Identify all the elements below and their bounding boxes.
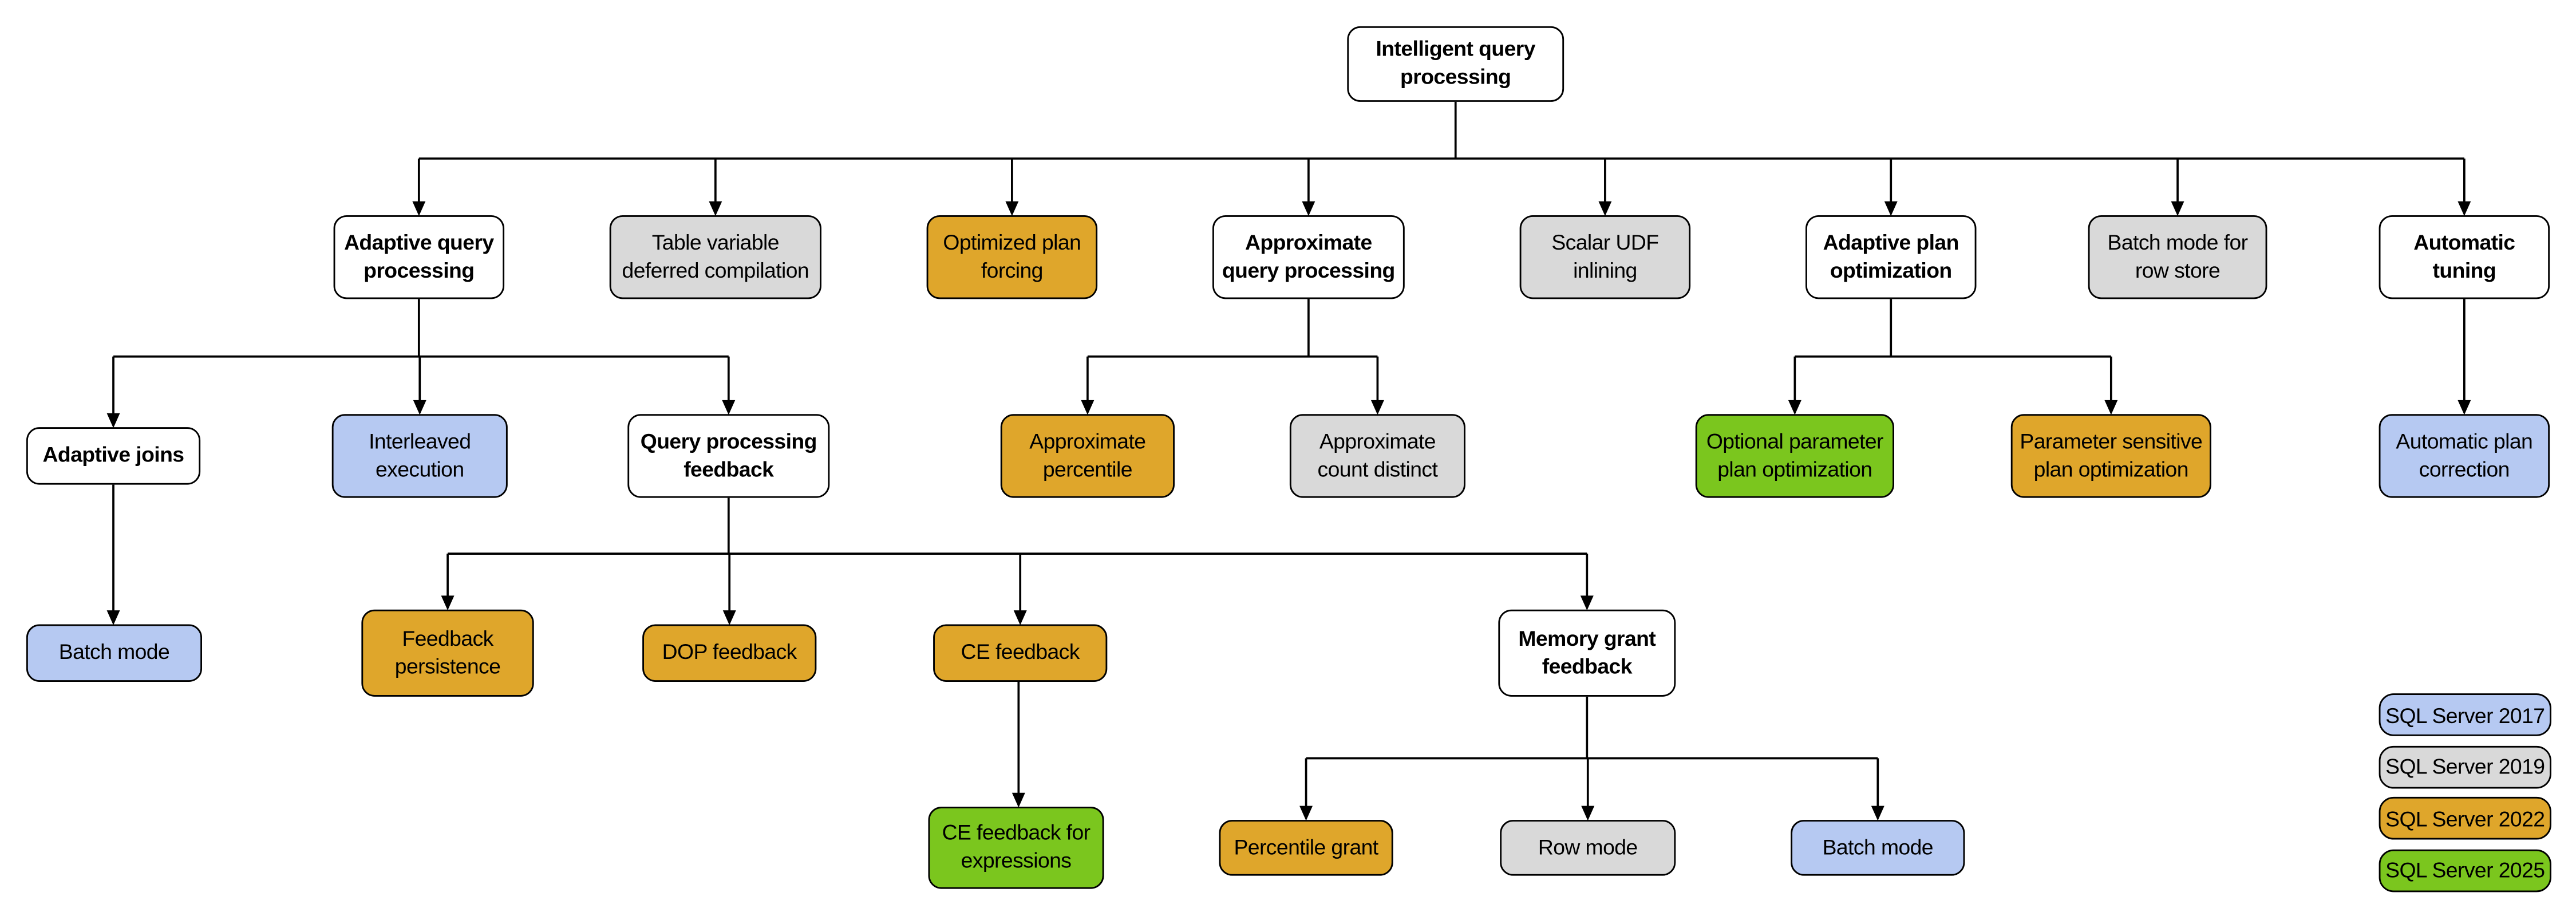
node-label-line: Table variable xyxy=(651,230,780,255)
node-label-line: Adaptive query xyxy=(344,230,494,255)
node-label-line: Optimized plan xyxy=(943,230,1081,255)
node-label-line: percentile xyxy=(1042,456,1133,481)
node-label-line: Adaptive plan xyxy=(1823,230,1959,255)
node-label-line: processing xyxy=(364,257,475,282)
node-label-line: processing xyxy=(1400,64,1511,89)
node-label-line: Query processing xyxy=(640,428,817,453)
node-pg: Percentile grant xyxy=(1219,820,1393,876)
node-label-line: plan optimization xyxy=(1717,456,1872,481)
legend-item-2025: SQL Server 2025 xyxy=(2379,848,2551,891)
node-label-line: Automatic xyxy=(2413,230,2515,255)
node-label-line: optimization xyxy=(1830,257,1952,282)
node-label-line: Scalar UDF xyxy=(1551,230,1659,255)
node-label-line: Parameter sensitive xyxy=(2020,428,2203,453)
node-rm: Row mode xyxy=(1500,820,1676,876)
node-label-line: CE feedback xyxy=(961,639,1080,664)
node-label-line: count distinct xyxy=(1317,456,1438,481)
node-label-line: Intelligent query xyxy=(1376,37,1535,62)
node-label-line: expressions xyxy=(961,847,1072,872)
node-label-line: Batch mode for xyxy=(2107,230,2249,255)
node-label-line: Percentile grant xyxy=(1234,834,1378,859)
node-apc: Automatic plan correction xyxy=(2379,414,2550,498)
node-aj: Adaptive joins xyxy=(26,427,201,485)
node-label-line: Approximate xyxy=(1319,428,1436,453)
node-qpf: Query processing feedback xyxy=(627,414,830,498)
node-label-line: Approximate xyxy=(1244,230,1372,255)
node-label-line: inlining xyxy=(1573,257,1637,282)
node-label-line: Feedback xyxy=(402,626,493,651)
node-label-line: Approximate xyxy=(1029,428,1146,453)
node-bm1: Batch mode xyxy=(26,624,202,682)
node-label-line: deferred compilation xyxy=(622,257,809,282)
node-label-line: Automatic plan xyxy=(2396,428,2533,453)
node-ie: Interleaved execution xyxy=(331,414,508,498)
node-pspo: Parameter sensitive plan optimization xyxy=(2010,414,2211,498)
node-label-line: Row mode xyxy=(1538,834,1638,859)
node-label-line: execution xyxy=(375,456,464,481)
node-label-line: query processing xyxy=(1222,257,1395,282)
node-label-line: forcing xyxy=(981,257,1044,282)
node-acd: Approximate count distinct xyxy=(1289,414,1465,498)
node-label-line: tuning xyxy=(2432,257,2496,282)
node-bm2: Batch mode xyxy=(1791,820,1965,876)
node-label-line: correction xyxy=(2419,456,2510,481)
legend-item-2019: SQL Server 2019 xyxy=(2379,745,2551,788)
node-label-line: DOP feedback xyxy=(662,639,797,664)
legend-item-2017: SQL Server 2017 xyxy=(2379,693,2551,736)
node-cef: CE feedback xyxy=(933,624,1108,682)
node-oppo: Optional parameter plan optimization xyxy=(1695,414,1894,498)
node-label-line: feedback xyxy=(1542,653,1633,678)
node-label-line: persistence xyxy=(394,653,501,678)
legend-item-2022: SQL Server 2022 xyxy=(2379,796,2551,840)
node-label-line: Adaptive joins xyxy=(42,442,185,467)
node-dop: DOP feedback xyxy=(642,624,817,682)
node-label-line: Interleaved xyxy=(369,428,471,453)
node-ap: Approximate percentile xyxy=(1000,414,1175,498)
node-label-line: CE feedback for xyxy=(942,820,1091,846)
node-label-line: feedback xyxy=(683,456,774,481)
node-label-line: Batch mode xyxy=(58,639,170,664)
node-label-line: Memory grant xyxy=(1518,626,1656,651)
node-label-line: Batch mode xyxy=(1822,834,1934,859)
node-label-line: plan optimization xyxy=(2033,456,2189,481)
node-label-line: row store xyxy=(2135,257,2221,282)
node-label-line: Optional parameter xyxy=(1706,428,1884,453)
